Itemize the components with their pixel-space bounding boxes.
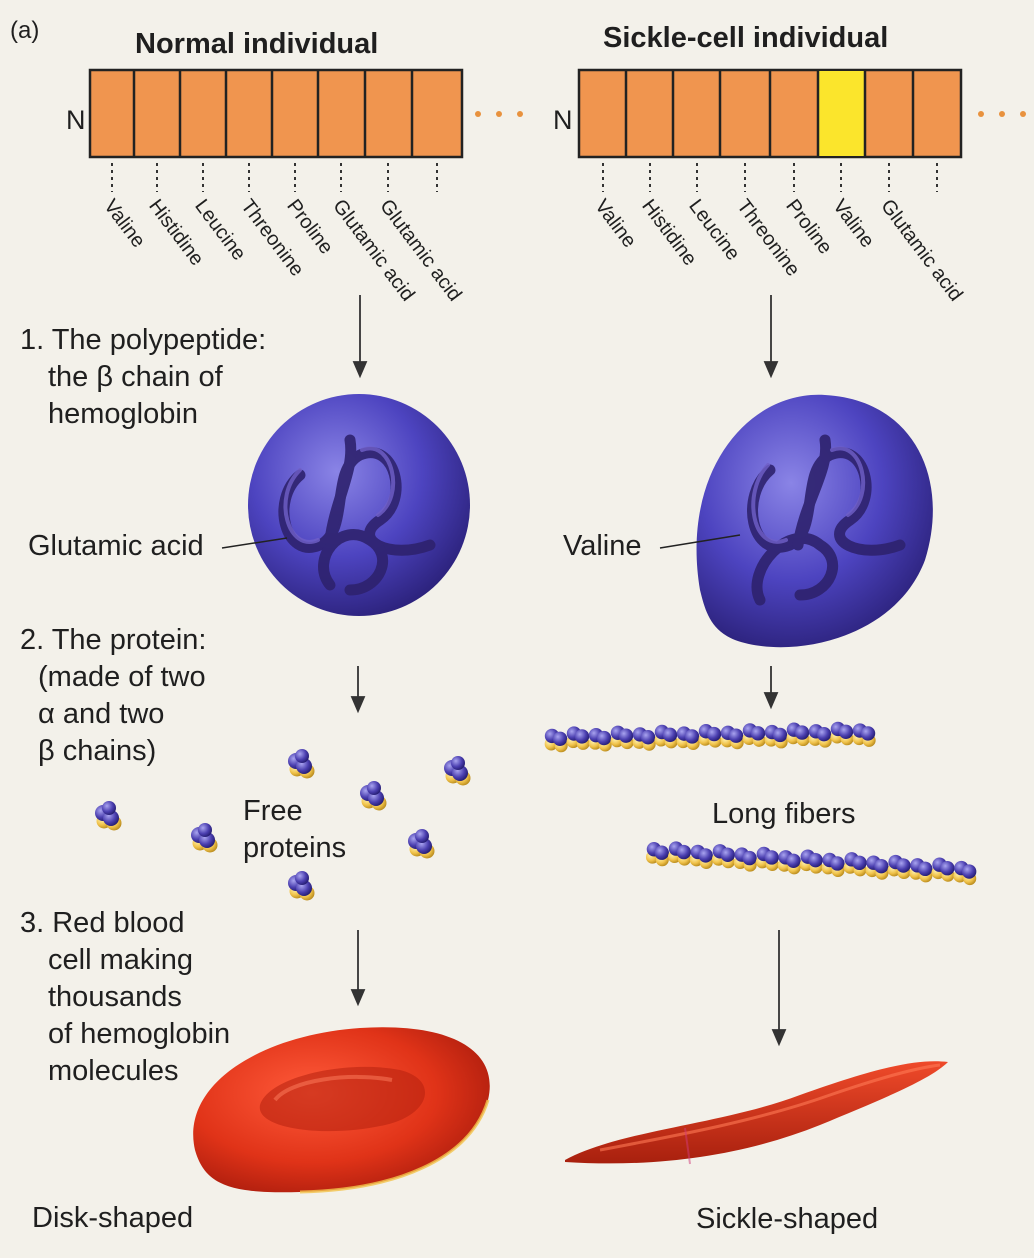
step-2-line: β chains) bbox=[20, 733, 206, 770]
mutant-residue-box bbox=[818, 71, 865, 156]
normal-chain bbox=[90, 70, 523, 192]
normal-title: Normal individual bbox=[135, 30, 378, 59]
long-fibers-label: Long fibers bbox=[712, 800, 856, 829]
sickle-residue-label: Valine bbox=[563, 532, 641, 561]
continuation-dots bbox=[475, 111, 523, 117]
normal-n-terminus: N bbox=[66, 107, 86, 134]
protein-tetramer bbox=[191, 823, 218, 853]
panel-label: (a) bbox=[10, 19, 39, 43]
free-proteins-label: Free proteins bbox=[243, 793, 346, 867]
protein-tetramer bbox=[288, 749, 315, 779]
free-proteins-line: proteins bbox=[243, 830, 346, 867]
step-3-line: molecules bbox=[20, 1053, 230, 1090]
step-2-text: 2. The protein: (made of two α and two β… bbox=[20, 622, 206, 770]
protein-tetramer bbox=[288, 871, 315, 901]
sickle-globin bbox=[660, 395, 933, 647]
disk-shaped-label: Disk-shaped bbox=[32, 1204, 193, 1233]
step-2-line: α and two bbox=[20, 696, 206, 733]
disk-shaped-cell bbox=[193, 1027, 490, 1192]
step-3-line: 3. Red blood bbox=[20, 905, 230, 942]
protein-tetramer bbox=[408, 829, 435, 859]
step-1-text: 1. The polypeptide: the β chain of hemog… bbox=[20, 322, 266, 433]
step-1-line: hemoglobin bbox=[20, 396, 266, 433]
step-3-line: thousands bbox=[20, 979, 230, 1016]
protein-tetramer bbox=[444, 756, 471, 786]
protein-tetramer bbox=[360, 781, 387, 811]
normal-residue-label: Glutamic acid bbox=[28, 532, 204, 561]
step-3-line: of hemoglobin bbox=[20, 1016, 230, 1053]
step-3-text: 3. Red blood cell making thousands of he… bbox=[20, 905, 230, 1090]
free-proteins-line: Free bbox=[243, 793, 346, 830]
step-1-line: 1. The polypeptide: bbox=[20, 322, 266, 359]
protein-tetramer bbox=[95, 801, 122, 831]
sickle-chain bbox=[579, 70, 1026, 192]
arrows bbox=[352, 295, 785, 1044]
step-1-line: the β chain of bbox=[20, 359, 266, 396]
sickle-shaped-label: Sickle-shaped bbox=[696, 1205, 878, 1234]
long-fiber-1 bbox=[544, 721, 875, 752]
sickle-shaped-cell bbox=[565, 1061, 948, 1164]
sickle-title: Sickle-cell individual bbox=[603, 24, 888, 53]
step-3-line: cell making bbox=[20, 942, 230, 979]
step-2-line: 2. The protein: bbox=[20, 622, 206, 659]
long-fiber-2 bbox=[645, 840, 977, 886]
step-2-line: (made of two bbox=[20, 659, 206, 696]
sickle-n-terminus: N bbox=[553, 107, 573, 134]
